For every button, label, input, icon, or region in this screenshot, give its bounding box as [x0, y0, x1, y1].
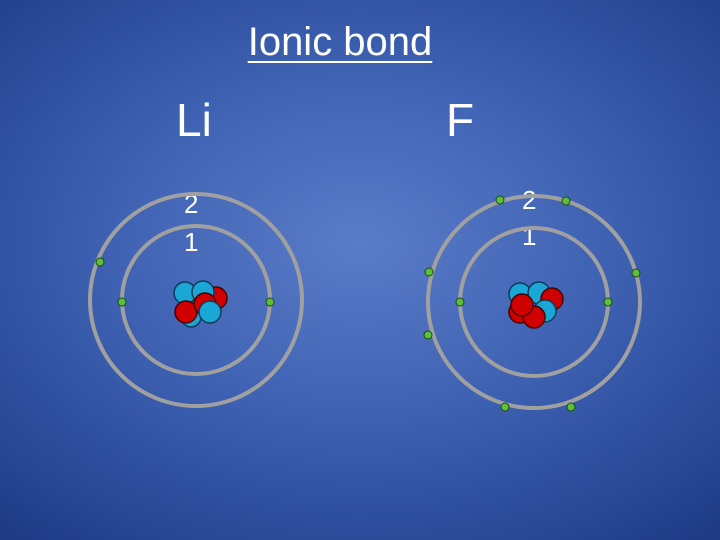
electron	[95, 257, 105, 267]
electron	[500, 402, 510, 412]
fluorine-nucleus	[508, 281, 564, 329]
lithium-inner-shell-count: 2	[184, 189, 199, 219]
neutron	[198, 300, 222, 324]
fluorine-atom	[423, 194, 642, 412]
electron	[423, 330, 433, 340]
electron	[603, 297, 613, 307]
electron	[265, 297, 275, 307]
electron	[117, 297, 127, 307]
lithium-outer-shell-count: 1	[184, 227, 199, 257]
lithium-nucleus	[173, 280, 228, 328]
electron	[561, 196, 571, 206]
slide-title: Ionic bond	[247, 20, 433, 64]
lithium-atom	[88, 192, 304, 408]
electron	[424, 267, 434, 277]
electron	[495, 195, 505, 205]
electron	[566, 402, 576, 412]
fluorine-symbol: F	[446, 94, 475, 146]
fluorine-outer-shell	[426, 194, 642, 410]
fluorine-inner-shell-count: 2	[522, 185, 537, 215]
lithium-outer-shell	[88, 192, 304, 408]
lithium-symbol: Li	[176, 94, 212, 146]
proton	[510, 293, 534, 317]
electron	[455, 297, 465, 307]
electron	[631, 268, 641, 278]
